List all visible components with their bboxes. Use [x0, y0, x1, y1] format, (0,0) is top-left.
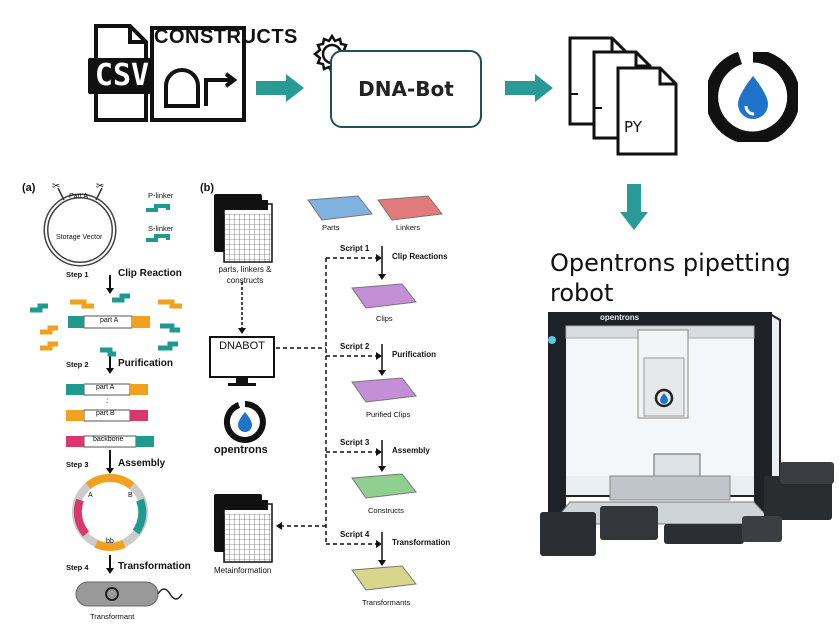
dnabot-screen-label: DNABOT: [219, 340, 265, 352]
script-2-label: Script 2: [340, 342, 370, 351]
arrow-right-icon: [505, 74, 553, 107]
constructs-label: CONSTRUCTS: [154, 26, 298, 48]
step-4-num: Step 4: [66, 563, 89, 572]
plate-linkers-label: Linkers: [396, 223, 421, 232]
script-3-label: Script 3: [340, 438, 370, 447]
inputs-label: parts, linkers & constructs: [218, 265, 272, 285]
script-2-step: Purification: [392, 350, 437, 359]
script-1-label: Script 1: [340, 244, 370, 253]
script-4-step: Transformation: [392, 538, 451, 547]
purif-ellipsis: :: [106, 396, 109, 405]
s-linker-label: S-linker: [148, 224, 174, 233]
step-3-num: Step 3: [66, 460, 89, 469]
transformant-label: Transformant: [90, 612, 135, 621]
opentrons-brand-small: opentrons: [214, 444, 268, 456]
py-label: PY: [624, 118, 642, 136]
p-linker-label: P-linker: [148, 191, 174, 200]
step-1-num: Step 1: [66, 270, 89, 279]
scissors-icon: ✂: [96, 181, 105, 192]
step-3-name: Assembly: [118, 458, 166, 469]
robot-title-line1: Opentrons pipetting: [550, 249, 791, 277]
metainfo-label: Metainformation: [214, 566, 272, 575]
clip-part-label: part A: [100, 317, 119, 324]
purif-part-a: part A: [96, 384, 115, 391]
csv-constructs-icon: [88, 22, 258, 124]
robot-title: Opentrons pipetting robot: [550, 248, 791, 308]
ring-label-b: B: [128, 492, 133, 499]
panel-a-tag: (a): [22, 182, 36, 194]
arrow-right-icon: [256, 74, 304, 107]
step-2-name: Purification: [118, 358, 174, 369]
step-1-name: Clip Reaction: [118, 268, 182, 279]
plate-clips-label: Clips: [376, 314, 393, 323]
scissors-icon: ✂: [52, 181, 61, 192]
ring-label-bb: bb: [106, 538, 114, 545]
plate-purified-label: Purified Clips: [366, 410, 411, 419]
arrow-down-icon: [620, 184, 648, 235]
storage-vector-label: Storage Vector: [56, 234, 103, 241]
panel-b-tag: (b): [200, 182, 215, 194]
dnabot-box: DNA-Bot: [330, 50, 482, 128]
script-4-label: Script 4: [340, 530, 370, 539]
csv-label: CSV: [94, 58, 150, 93]
purif-backbone: backbone: [93, 436, 124, 443]
dnabot-label: DNA-Bot: [358, 77, 454, 101]
purif-part-b: part B: [96, 410, 115, 417]
opentrons-robot-image: [530, 306, 839, 566]
python-scripts-icon: [566, 34, 682, 163]
opentrons-logo-icon: [705, 49, 801, 147]
script-3-step: Assembly: [392, 446, 430, 455]
ring-label-a: A: [88, 492, 93, 499]
script-1-step: Clip Reactions: [392, 252, 448, 261]
plate-transformants-label: Transformants: [362, 598, 411, 607]
panel-a: [0, 170, 200, 627]
panel-b: [200, 180, 460, 627]
plate-constructs-label: Constructs: [368, 506, 404, 515]
step-2-num: Step 2: [66, 360, 89, 369]
robot-brand-label: opentrons: [600, 313, 640, 322]
step-4-name: Transformation: [118, 561, 191, 572]
plate-parts-label: Parts: [322, 223, 340, 232]
robot-title-line2: robot: [550, 279, 614, 307]
part-a-label: Part A: [69, 193, 89, 200]
